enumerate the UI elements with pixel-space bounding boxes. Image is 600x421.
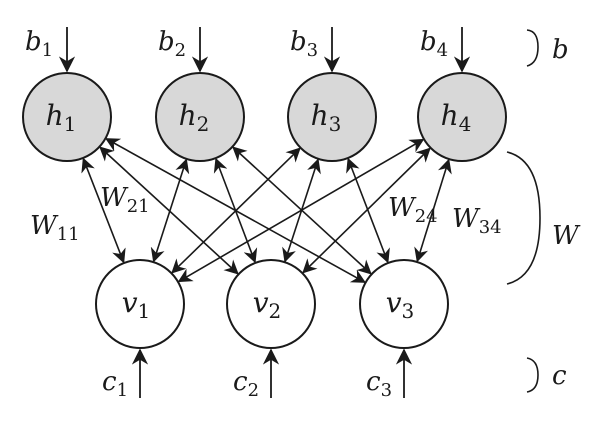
node-h3-label-base: h [311,99,329,132]
node-h3-label-sub: 3 [329,112,342,136]
bias-label-v2-sub: 2 [248,380,259,401]
bias-label-h1-sub: 1 [42,40,53,61]
bias-label-v3-sub: 3 [381,380,392,401]
group-label-b: b [552,35,569,65]
node-v3-circle [359,259,449,349]
group-label-w: W [552,221,581,251]
node-v1: v1 [95,259,185,349]
weight-label-w34-base: W [452,204,481,234]
node-v1-circle [95,259,185,349]
group-label-c: c [552,361,567,391]
node-h2-label-base: h [179,99,197,132]
node-h4: h4 [417,72,507,162]
node-v2: v2 [226,259,316,349]
node-v3-label-sub: 3 [402,299,415,323]
node-h4-circle [417,72,507,162]
node-v2-label-base: v [253,286,269,319]
node-v3: v3 [359,259,449,349]
node-h1-label-base: h [46,99,64,132]
brace-b [526,29,539,67]
node-h4-label-sub: 4 [459,112,472,136]
node-v1-label: v1 [122,286,151,323]
bias-label-v1-sub: 1 [117,380,128,401]
weight-label-w21: W21 [100,183,150,217]
weight-label-w34: W34 [452,204,502,238]
weight-label-w21-base: W [100,183,129,213]
node-v2-label-sub: 2 [269,299,282,323]
bias-label-h4-sub: 4 [437,40,448,61]
weight-label-w24-sub: 24 [415,206,438,227]
group-braces: b W c [506,29,581,393]
bias-label-v3-base: c [366,367,381,397]
node-h2: h2 [155,72,245,162]
node-v2-label: v2 [253,286,282,323]
bias-label-h1: b1 [25,27,53,61]
edge-h3-v3 [346,157,390,264]
bias-label-v1-base: c [102,367,117,397]
node-h4-label-base: h [441,99,459,132]
bias-label-v2-base: c [233,367,248,397]
weight-label-w11-base: W [30,211,59,241]
edge-h3-v1 [171,147,301,274]
node-v1-label-sub: 1 [138,299,151,323]
edge-h4-v2 [302,147,431,274]
node-h2-label-sub: 2 [197,112,210,136]
bias-label-v2: c2 [233,367,259,401]
bias-label-h3-sub: 3 [307,40,318,61]
node-h1-circle [22,72,112,162]
node-h1: h1 [22,72,112,162]
brace-c [526,357,539,393]
node-v3-label: v3 [386,286,415,323]
bias-label-h3-base: b [290,27,307,57]
node-h3: h3 [287,72,377,162]
node-h3-label: h3 [311,99,342,136]
brace-w [506,151,541,285]
weight-label-w34-sub: 34 [479,217,502,238]
weight-edges [81,138,452,283]
bias-label-h3: b3 [290,27,318,61]
bias-label-h4-base: b [420,27,437,57]
node-h2-label: h2 [179,99,210,136]
bias-label-v1: c1 [102,367,128,401]
bias-arrows [58,27,471,398]
bias-label-h2-sub: 2 [175,40,186,61]
edge-h4-v3 [414,158,452,263]
bias-label-v3: c3 [366,367,392,401]
node-h4-label: h4 [441,99,472,136]
node-v1-label-base: v [122,286,138,319]
weight-label-w11-sub: 11 [57,224,80,245]
node-h1-label-sub: 1 [64,112,77,136]
bias-label-h2: b2 [158,27,186,61]
weight-label-w21-sub: 21 [127,196,150,217]
bias-label-h1-base: b [25,27,42,57]
weight-label-w24-base: W [388,193,417,223]
node-v2-circle [226,259,316,349]
bias-label-h2-base: b [158,27,175,57]
node-h2-circle [155,72,245,162]
node-v3-label-base: v [386,286,402,319]
bias-label-h4: b4 [420,27,448,61]
weight-label-w24: W24 [388,193,438,227]
node-h1-label: h1 [46,99,77,136]
weight-label-w11: W11 [30,211,80,245]
node-h3-circle [287,72,377,162]
